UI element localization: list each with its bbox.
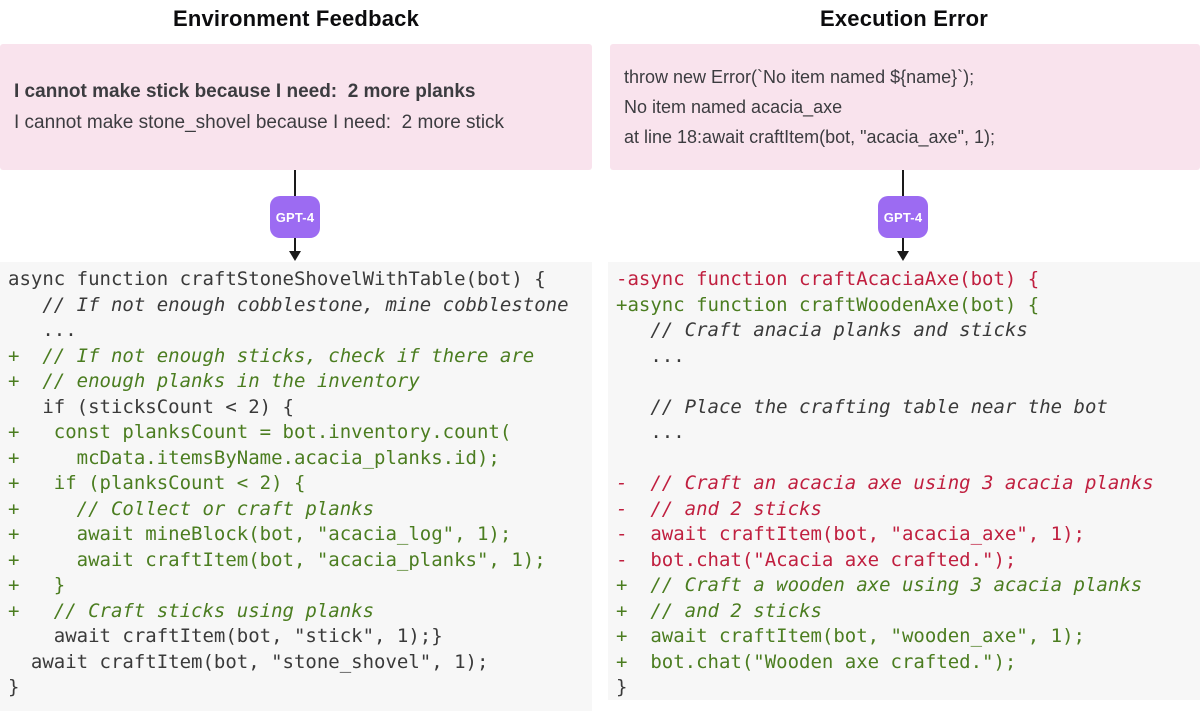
code-line: +async function craftWoodenAxe(bot) { xyxy=(616,293,1040,316)
code-line: + await craftItem(bot, "acacia_planks", … xyxy=(8,548,546,571)
code-block-right: -async function craftAcaciaAxe(bot) { +as… xyxy=(608,262,1200,700)
code-line: if (sticksCount < 2) { xyxy=(8,395,294,418)
code-block-left: async function craftStoneShovelWithTable… xyxy=(0,262,592,711)
code-line: + // and 2 sticks xyxy=(616,599,822,622)
code-line: + mcData.itemsByName.acacia_planks.id); xyxy=(8,446,500,469)
code-line: ... xyxy=(8,319,77,341)
error-line: at line 18:await craftItem(bot, "acacia_… xyxy=(624,127,995,147)
code-line: async function craftStoneShovelWithTable… xyxy=(8,268,546,290)
code-line: } xyxy=(616,676,628,698)
code-line xyxy=(616,369,1200,395)
feedback-line: I cannot make stone_shovel because I nee… xyxy=(14,112,505,133)
code-line: + await craftItem(bot, "wooden_axe", 1); xyxy=(616,625,1085,647)
arrow-down-icon xyxy=(897,251,909,261)
code-line: -async function craftAcaciaAxe(bot) { xyxy=(616,268,1040,290)
code-line: + // If not enough sticks, check if ther… xyxy=(8,344,535,367)
code-line xyxy=(616,446,1200,472)
feedback-line: I cannot make stick because I need: 2 mo… xyxy=(14,81,476,102)
error-line: throw new Error(`No item named ${name}`)… xyxy=(624,67,975,87)
code-line: + // Craft sticks using planks xyxy=(8,599,375,622)
error-line: No item named acacia_axe xyxy=(624,97,843,117)
code-line: - // Craft an acacia axe using 3 acacia … xyxy=(616,472,1154,494)
code-line: await craftItem(bot, "stone_shovel", 1); xyxy=(8,650,489,673)
code-line: - bot.chat("Acacia axe crafted."); xyxy=(616,548,1017,571)
gpt4-badge: GPT-4 xyxy=(270,196,320,238)
code-line: - // and 2 sticks xyxy=(616,497,822,520)
code-line: + bot.chat("Wooden axe crafted."); xyxy=(616,650,1017,673)
gpt4-badge: GPT-4 xyxy=(878,196,928,238)
code-line: + // Collect or craft planks xyxy=(8,497,375,520)
right-panel-title: Execution Error xyxy=(819,6,989,31)
code-line: await craftItem(bot, "stick", 1);} xyxy=(8,625,443,647)
code-line: ... xyxy=(616,344,685,367)
left-panel-title: Environment Feedback xyxy=(172,6,420,31)
environment-feedback-box: I cannot make stick because I need: 2 mo… xyxy=(0,44,592,170)
code-line: + if (planksCount < 2) { xyxy=(8,472,306,494)
code-line: - await craftItem(bot, "acacia_axe", 1); xyxy=(616,523,1085,545)
code-line: + const planksCount = bot.inventory.coun… xyxy=(8,421,512,443)
code-line: + // enough planks in the inventory xyxy=(8,370,420,392)
arrow-down-icon xyxy=(289,251,301,261)
code-line: + // Craft a wooden axe using 3 acacia p… xyxy=(616,574,1143,596)
code-line: // If not enough cobblestone, mine cobbl… xyxy=(8,293,569,316)
code-line: ... xyxy=(616,421,685,443)
code-line: + await mineBlock(bot, "acacia_log", 1); xyxy=(8,523,512,545)
code-line: // Craft anacia planks and sticks xyxy=(616,319,1028,341)
code-line: } xyxy=(8,676,20,698)
execution-error-box: throw new Error(`No item named ${name}`)… xyxy=(610,44,1200,170)
code-line: // Place the crafting table near the bot xyxy=(616,395,1108,418)
code-line: + } xyxy=(8,574,66,596)
